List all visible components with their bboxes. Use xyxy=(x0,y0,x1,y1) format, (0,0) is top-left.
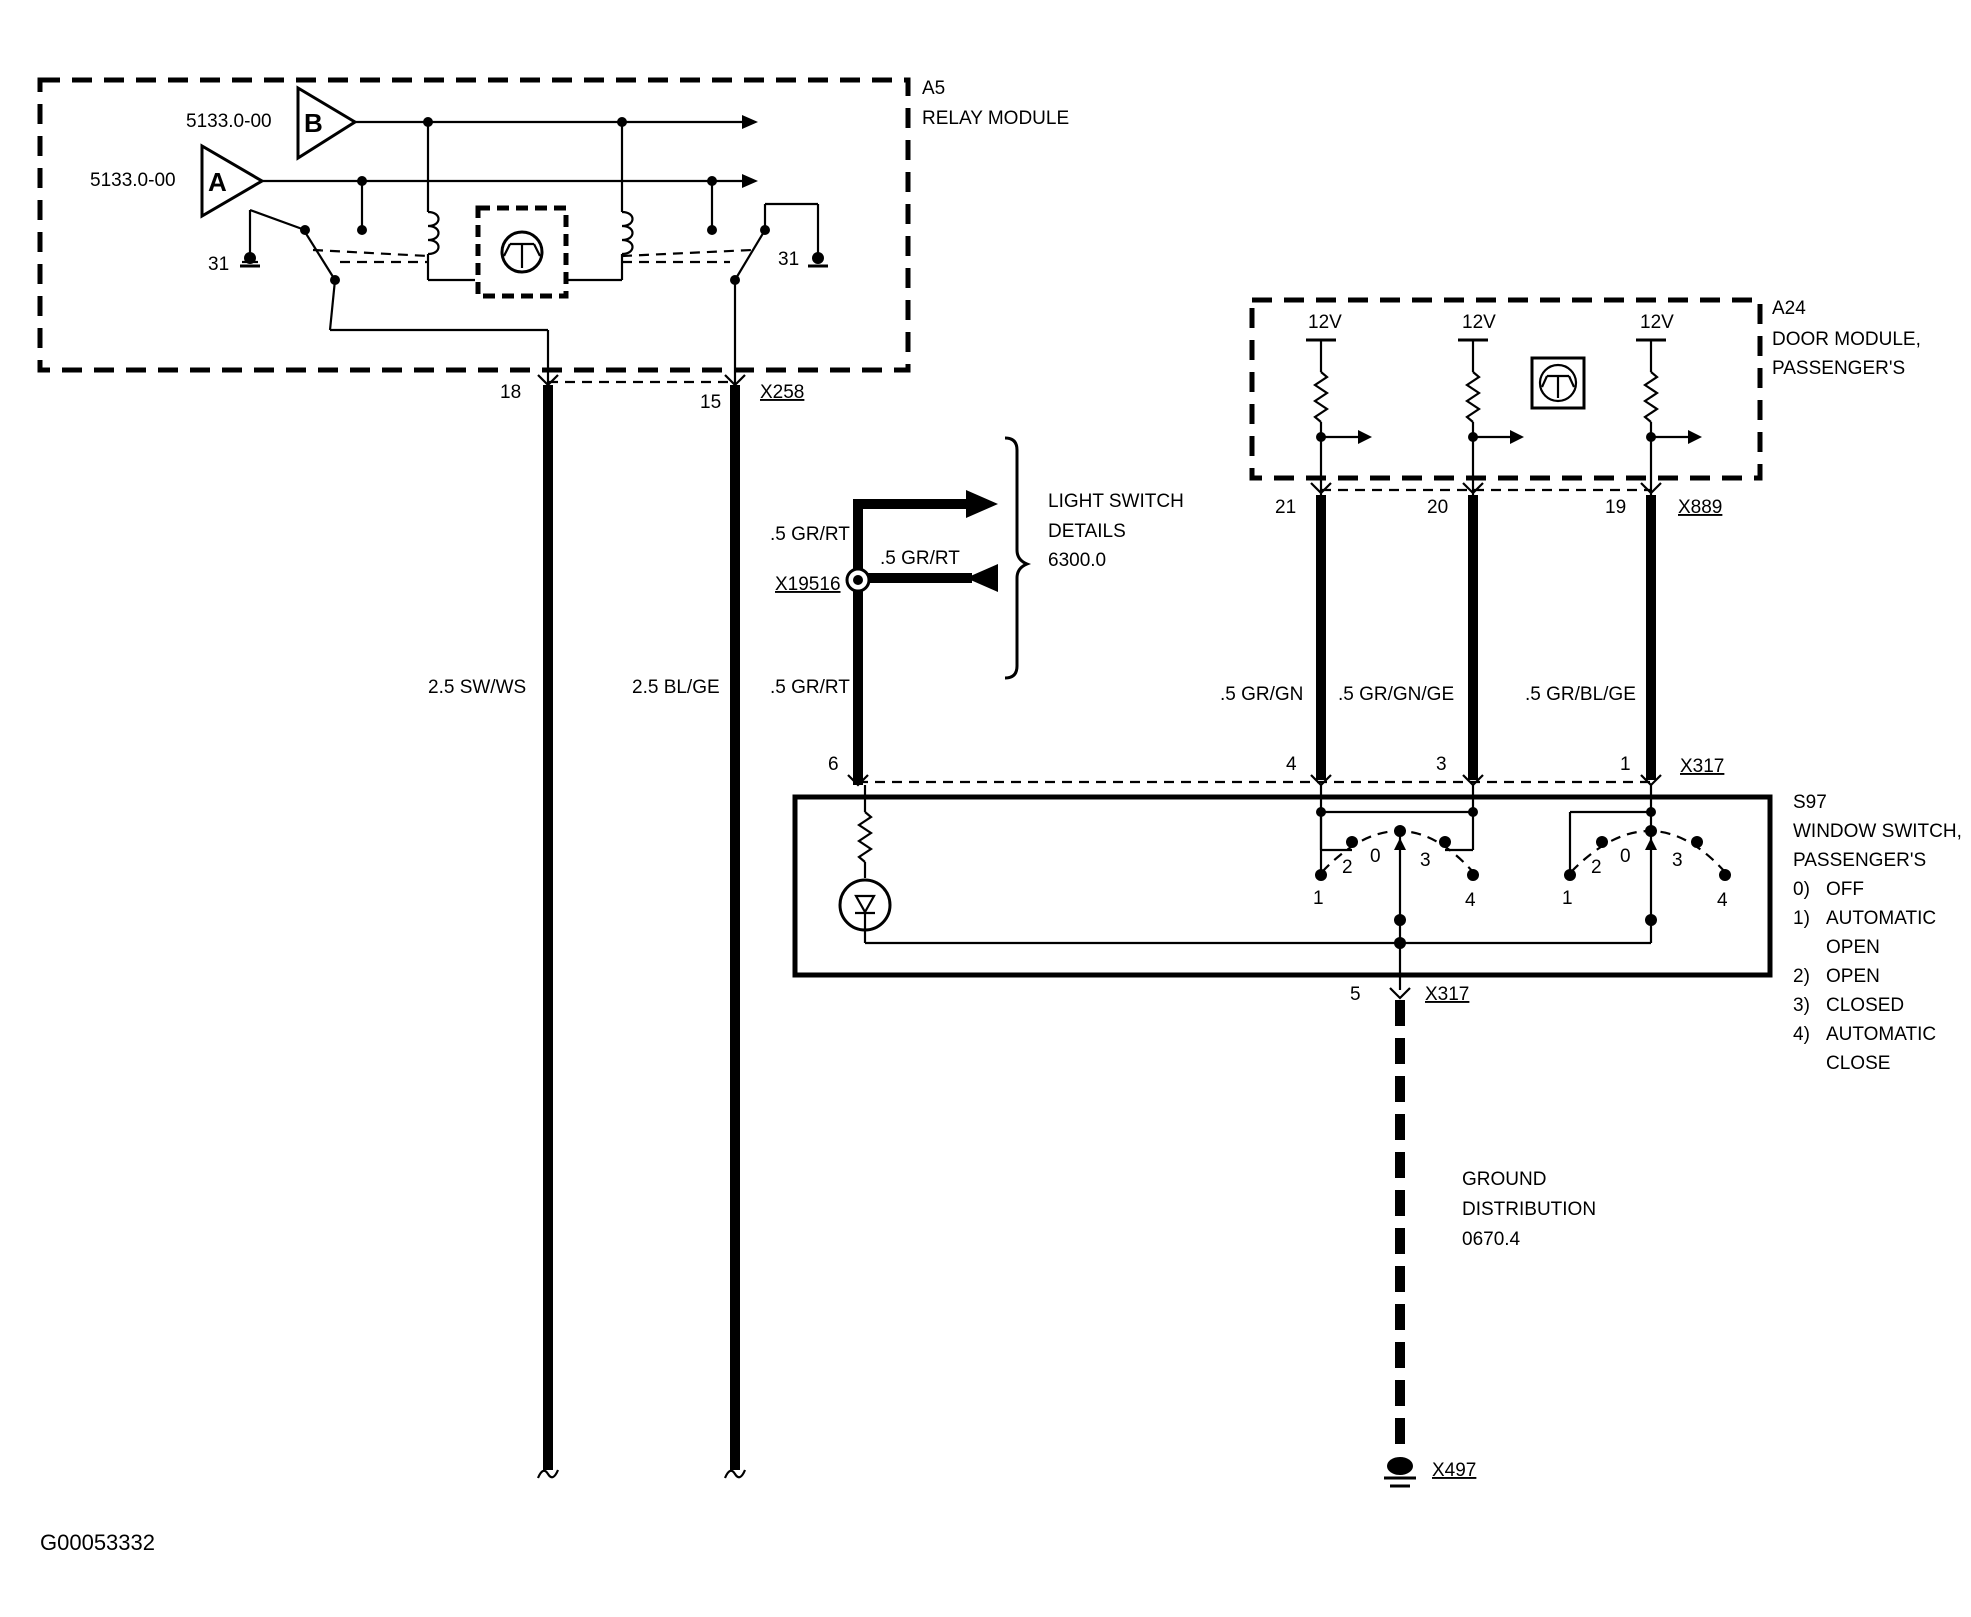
switch-arc-left xyxy=(1321,830,1474,873)
switch-right-pos-2: 2 xyxy=(1591,857,1602,878)
legend-text: CLOSE xyxy=(1826,1053,1890,1074)
relay-ground-right-label: 31 xyxy=(778,249,799,270)
switch-left-pos-3: 3 xyxy=(1420,850,1431,871)
x317-pin-1: 1 xyxy=(1620,754,1631,775)
legend-text: OFF xyxy=(1826,879,1864,900)
door-module-name-1: DOOR MODULE, xyxy=(1772,329,1921,350)
wire-label-gr-bl-ge: .5 GR/BL/GE xyxy=(1525,684,1636,705)
transistor-icon xyxy=(500,230,544,274)
wire-gr-rt-top xyxy=(853,499,972,785)
arrow-a xyxy=(742,174,758,188)
x889-pin-20: 20 xyxy=(1427,497,1448,518)
wire-label-gr-rt-top: .5 GR/RT xyxy=(770,524,850,545)
ground-ref-line2: DISTRIBUTION xyxy=(1462,1199,1596,1220)
light-switch-ref-line2: DETAILS xyxy=(1048,521,1126,542)
x889-pin-21: 21 xyxy=(1275,497,1296,518)
legend-text: AUTOMATIC xyxy=(1826,1024,1936,1045)
input-a-letter: A xyxy=(208,167,227,197)
relay-ground-left-label: 31 xyxy=(208,254,229,275)
switch-left-pos-4: 4 xyxy=(1465,890,1476,911)
light-switch-ref-line1: LIGHT SWITCH xyxy=(1048,491,1184,512)
wire-label-sw-ws: 2.5 SW/WS xyxy=(428,677,526,698)
wire-label-gr-rt-branch: .5 GR/RT xyxy=(880,548,960,569)
x317-pin-3: 3 xyxy=(1436,754,1447,775)
switch-left-pos-0: 0 xyxy=(1370,846,1381,867)
wire-label-bl-ge: 2.5 BL/GE xyxy=(632,677,720,698)
wire-label-gr-gn: .5 GR/GN xyxy=(1220,684,1303,705)
input-a-triangle xyxy=(200,143,265,219)
legend-num: 4) xyxy=(1793,1024,1810,1045)
arrow-from-light-switch xyxy=(966,564,998,592)
arrow-b xyxy=(742,115,758,129)
resistor-left xyxy=(1313,371,1329,423)
window-switch-box xyxy=(792,794,1773,978)
switch-left-pos-1: 1 xyxy=(1313,888,1324,909)
x258-label: X258 xyxy=(760,382,804,403)
switch-legend: 0) OFF 1) AUTOMATIC OPEN 2) OPEN 3) CLOS… xyxy=(1793,879,1936,1074)
legend-num: 2) xyxy=(1793,966,1810,987)
x258-pin-18: 18 xyxy=(500,382,521,403)
light-switch-ref-line3: 6300.0 xyxy=(1048,550,1106,571)
relay-module-box xyxy=(37,77,911,373)
ground-symbol xyxy=(1387,1457,1413,1475)
switch-name-2: PASSENGER'S xyxy=(1793,850,1926,871)
door-module-id: A24 xyxy=(1772,298,1806,319)
door-transistor-icon xyxy=(1538,363,1578,403)
switch-right-pos-0: 0 xyxy=(1620,846,1631,867)
door-module-name-2: PASSENGER'S xyxy=(1772,358,1905,379)
legend-num: 3) xyxy=(1793,995,1810,1016)
legend-num: 1) xyxy=(1793,908,1810,929)
switch-id: S97 xyxy=(1793,792,1827,813)
supply-left-label: 12V xyxy=(1308,312,1342,333)
x317-pin-4: 4 xyxy=(1286,754,1297,775)
relay-electronics-box xyxy=(475,205,569,299)
legend-text: CLOSED xyxy=(1826,995,1904,1016)
x497-label: X497 xyxy=(1432,1460,1476,1481)
legend-text: AUTOMATIC xyxy=(1826,908,1936,929)
ground-ref-line3: 0670.4 xyxy=(1462,1229,1521,1250)
switch-right-pos-3: 3 xyxy=(1672,850,1683,871)
input-a-ref: 5133.0-00 xyxy=(90,170,176,191)
door-module-box xyxy=(1249,297,1763,481)
door-electronics-box xyxy=(1530,356,1586,410)
illumination-resistor xyxy=(857,811,873,863)
wire-label-gr-rt-low: .5 GR/RT xyxy=(770,677,850,698)
wire-label-gr-gn-ge: .5 GR/GN/GE xyxy=(1338,684,1454,705)
legend-text: OPEN xyxy=(1826,966,1880,987)
x889-pin-19: 19 xyxy=(1605,497,1626,518)
switch-right-pos-1: 1 xyxy=(1562,888,1573,909)
x889-label: X889 xyxy=(1678,497,1722,518)
light-switch-bracket xyxy=(1004,436,1032,680)
x19516-label: X19516 xyxy=(775,574,841,595)
x317-pin-6: 6 xyxy=(828,754,839,775)
switch-right-pos-4: 4 xyxy=(1717,890,1728,911)
x317-bottom-label: X317 xyxy=(1425,984,1469,1005)
resistor-mid xyxy=(1465,371,1481,423)
supply-right-label: 12V xyxy=(1640,312,1674,333)
switch-arc-right xyxy=(1570,830,1726,873)
x317-pin-5: 5 xyxy=(1350,984,1361,1005)
x317-top-label: X317 xyxy=(1680,756,1724,777)
input-b-letter: B xyxy=(304,108,323,138)
supply-mid-label: 12V xyxy=(1462,312,1496,333)
legend-num: 0) xyxy=(1793,879,1810,900)
input-b-triangle xyxy=(296,85,358,161)
legend-text: OPEN xyxy=(1826,937,1880,958)
arrow-to-light-switch xyxy=(966,490,998,518)
resistor-right xyxy=(1643,371,1659,423)
x258-pin-15: 15 xyxy=(700,392,721,413)
input-b-ref: 5133.0-00 xyxy=(186,111,272,132)
ground-ref-line1: GROUND xyxy=(1462,1169,1546,1190)
switch-left-pos-2: 2 xyxy=(1342,857,1353,878)
switch-name-1: WINDOW SWITCH, xyxy=(1793,821,1962,842)
figure-id: G00053332 xyxy=(40,1530,155,1555)
relay-module-id: A5 xyxy=(922,78,945,99)
relay-module-name: RELAY MODULE xyxy=(922,108,1069,129)
